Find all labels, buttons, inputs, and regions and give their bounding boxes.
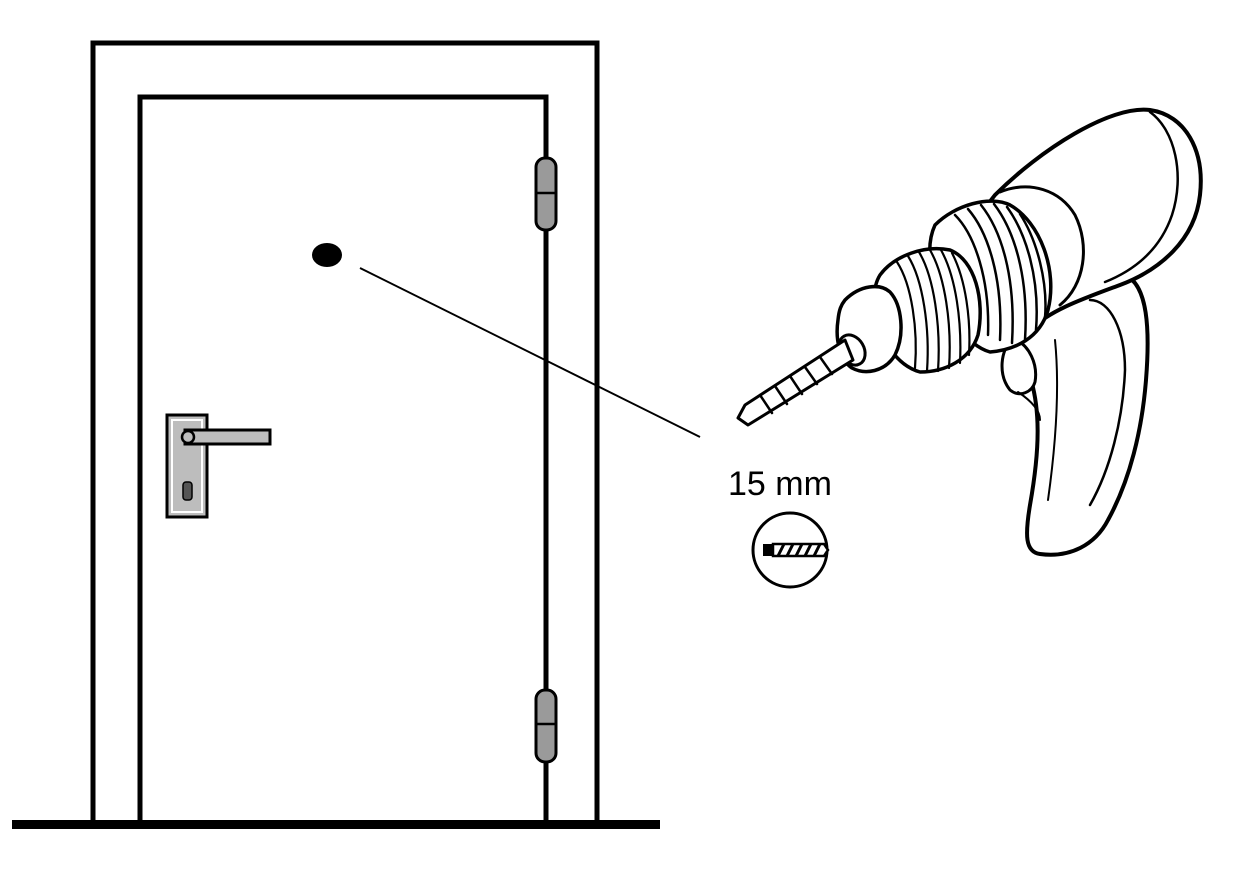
power-drill-icon (736, 107, 1203, 557)
drill-hole-mark (312, 243, 342, 267)
door-leaf (137, 94, 549, 820)
door-frame (90, 40, 600, 820)
keyhole (182, 481, 193, 501)
handle-lever (183, 428, 272, 446)
floor-line (12, 820, 660, 829)
door-handle (165, 413, 272, 519)
hinge-bottom (534, 688, 558, 764)
drill-size-label: 15 mm (728, 465, 832, 503)
drill-bit-icon (751, 511, 830, 589)
drill-trigger (1000, 336, 1038, 396)
leader-line (359, 267, 701, 438)
hinge-top (534, 156, 558, 232)
